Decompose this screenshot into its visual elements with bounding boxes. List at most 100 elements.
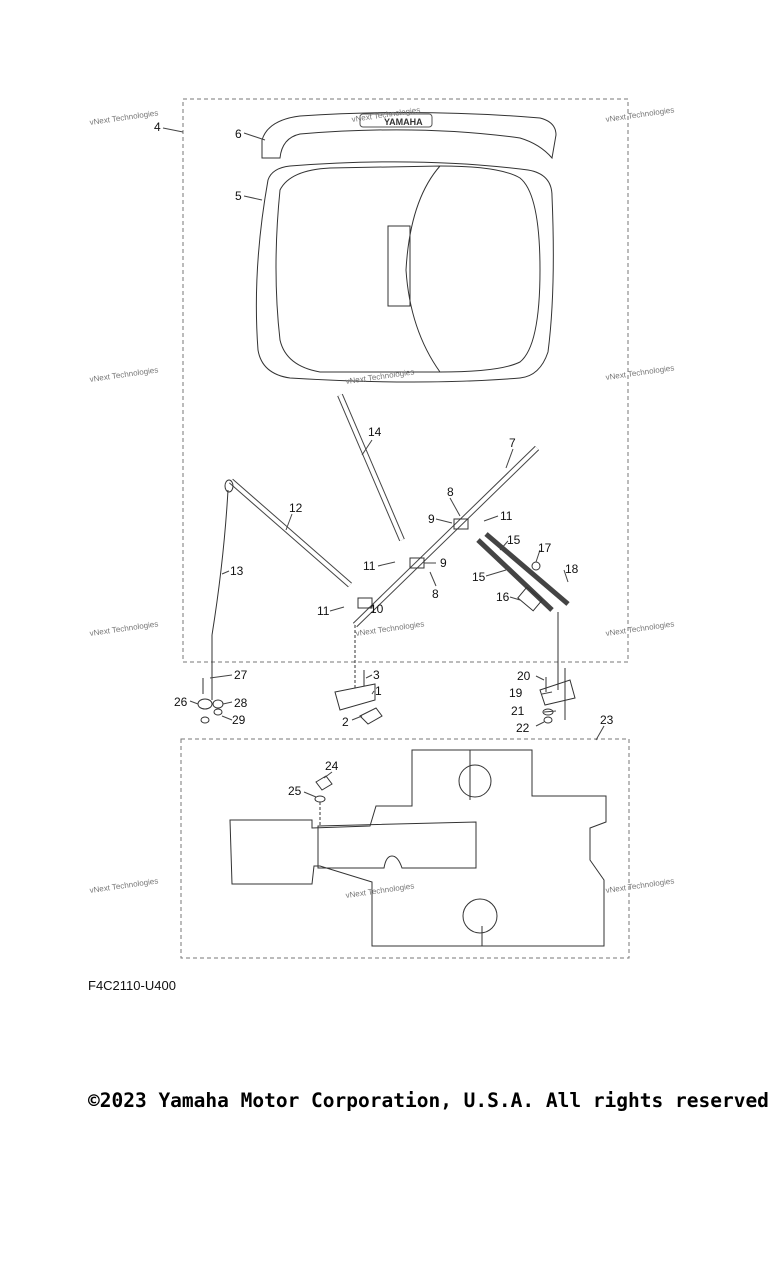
callout-3: 3	[373, 668, 380, 682]
group-box-mat	[180, 738, 630, 959]
callout-25: 25	[288, 784, 302, 798]
callout-12: 12	[289, 501, 303, 515]
watermark-5: vNext Technologies	[605, 363, 675, 382]
callout-1: 1	[375, 684, 382, 698]
strap-13	[211, 489, 229, 636]
rod-14-inner	[338, 394, 404, 541]
watermark-6: vNext Technologies	[345, 367, 415, 386]
watermark-1: vNext Technologies	[89, 108, 159, 127]
watermark-4: vNext Technologies	[89, 365, 159, 384]
leader-17	[535, 549, 541, 563]
callout-9b: 9	[440, 556, 447, 570]
leader-10	[367, 605, 374, 609]
watermark-10: vNext Technologies	[89, 876, 159, 895]
callout-29: 29	[232, 713, 246, 727]
leader-24	[323, 771, 333, 779]
watermark-7: vNext Technologies	[89, 619, 159, 638]
mat-hole-bottom	[462, 898, 498, 934]
callout-16: 16	[496, 590, 510, 604]
leader-7	[505, 448, 514, 469]
rod-15b	[484, 532, 570, 606]
leader-26	[189, 700, 199, 705]
leader-1	[371, 690, 375, 695]
joint-9-upper	[453, 518, 469, 530]
leader-22	[535, 721, 545, 727]
callout-18: 18	[565, 562, 579, 576]
callout-28: 28	[234, 696, 248, 710]
mat-inner	[317, 821, 477, 869]
leader-11a	[483, 515, 499, 522]
bracket-16	[517, 586, 543, 612]
nut-22	[543, 716, 553, 724]
leader-13	[221, 570, 230, 575]
callout-15a: 15	[507, 533, 521, 547]
leader-25	[303, 791, 317, 798]
trim-band-part	[261, 111, 557, 160]
leader-4	[162, 127, 184, 133]
fitting-26	[197, 698, 213, 710]
leader-8a	[449, 497, 461, 517]
washer-29a	[213, 708, 223, 716]
leader-15a	[499, 540, 509, 551]
bracket-1	[334, 683, 376, 711]
base-2	[359, 707, 383, 725]
leader-9a	[435, 518, 453, 524]
cover-inner-right	[439, 165, 541, 373]
watermark-8: vNext Technologies	[605, 619, 675, 638]
clip-24	[315, 775, 333, 791]
yamaha-logo-badge	[359, 113, 433, 128]
leader-27	[209, 674, 233, 679]
callout-11c: 11	[317, 604, 330, 618]
callout-8a: 8	[447, 485, 454, 499]
leader-18	[563, 569, 569, 583]
callout-5: 5	[235, 189, 242, 203]
callout-7: 7	[509, 436, 516, 450]
leader-11b	[377, 561, 396, 567]
leader-11c	[329, 606, 345, 612]
leader-3	[365, 674, 373, 679]
callout-2: 2	[342, 715, 349, 729]
callout-8b: 8	[432, 587, 439, 601]
callout-24: 24	[325, 759, 339, 773]
leader-6	[243, 132, 266, 141]
leader-28	[222, 701, 233, 705]
callout-10: 10	[370, 602, 384, 616]
callout-20: 20	[517, 669, 531, 683]
callout-6: 6	[235, 127, 242, 141]
rod-7-inner	[353, 446, 539, 627]
leader-2	[351, 715, 363, 721]
leader-19	[541, 691, 553, 695]
callout-14: 14	[368, 425, 382, 439]
callout-17: 17	[538, 541, 552, 555]
callout-22: 22	[516, 721, 530, 735]
callout-9a: 9	[428, 512, 435, 526]
washer-25	[314, 795, 326, 803]
washer-21	[542, 708, 554, 716]
mat-23	[229, 749, 607, 947]
watermark-11: vNext Technologies	[605, 876, 675, 895]
bracket-19	[539, 679, 576, 706]
callout-23: 23	[600, 713, 614, 727]
leader-16	[509, 596, 521, 601]
callout-11a: 11	[500, 509, 513, 523]
watermark-9: vNext Technologies	[355, 619, 425, 638]
copyright-notice: ©2023 Yamaha Motor Corporation, U.S.A. A…	[88, 1089, 768, 1112]
cover-panel	[387, 225, 411, 307]
strap-loop	[224, 479, 234, 493]
leader-12	[285, 513, 293, 531]
leader-8b	[429, 571, 437, 587]
callout-26: 26	[174, 695, 188, 709]
nut-29	[200, 716, 210, 724]
leader-29	[221, 715, 233, 721]
watermark-12: vNext Technologies	[345, 881, 415, 900]
washer-28	[212, 699, 224, 709]
yamaha-logo-text: YAMAHA	[384, 117, 423, 127]
callout-13: 13	[230, 564, 244, 578]
rod-12-inner	[229, 479, 352, 587]
callout-27: 27	[234, 668, 248, 682]
watermark-group: vNext Technologies vNext Technologies vN…	[89, 105, 675, 900]
diagram-code: F4C2110-U400	[88, 978, 176, 993]
callout-4: 4	[154, 120, 161, 134]
leader-15b	[485, 569, 507, 577]
